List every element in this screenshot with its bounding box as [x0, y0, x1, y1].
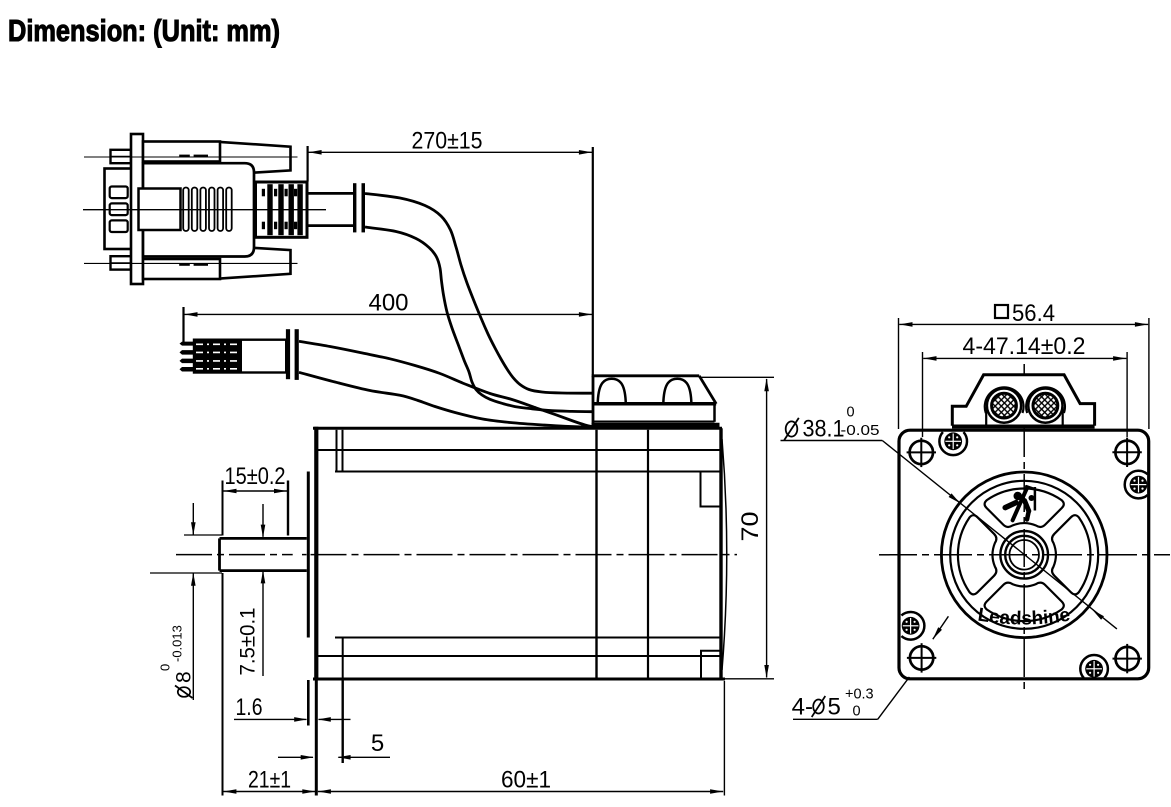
svg-text:1.6: 1.6 — [236, 694, 263, 721]
svg-text:7.5±0.1: 7.5±0.1 — [237, 608, 260, 676]
svg-text:-0.013: -0.013 — [170, 625, 185, 662]
svg-text:Leadshine: Leadshine — [976, 605, 1071, 630]
svg-text:70: 70 — [737, 512, 764, 542]
svg-text:5: 5 — [828, 694, 841, 721]
svg-text:400: 400 — [368, 290, 408, 317]
svg-text:4-47.14±0.2: 4-47.14±0.2 — [963, 333, 1086, 360]
svg-text:270±15: 270±15 — [412, 128, 483, 155]
svg-text:0: 0 — [158, 664, 173, 671]
svg-text:21±1: 21±1 — [248, 767, 291, 794]
svg-text:60±1: 60±1 — [501, 767, 551, 794]
svg-text:15±0.2: 15±0.2 — [225, 463, 286, 490]
svg-text:5: 5 — [371, 730, 384, 757]
svg-text:8: 8 — [173, 671, 196, 683]
svg-text:56.4: 56.4 — [1012, 300, 1055, 327]
svg-text:0: 0 — [847, 405, 855, 421]
svg-text:4-: 4- — [792, 694, 813, 721]
svg-text:38.1: 38.1 — [803, 416, 845, 443]
svg-text:Dimension: (Unit: mm): Dimension: (Unit: mm) — [8, 13, 280, 48]
svg-text:+0.3: +0.3 — [845, 687, 874, 703]
svg-text:-0.05: -0.05 — [841, 423, 880, 439]
svg-text:0: 0 — [853, 704, 861, 720]
